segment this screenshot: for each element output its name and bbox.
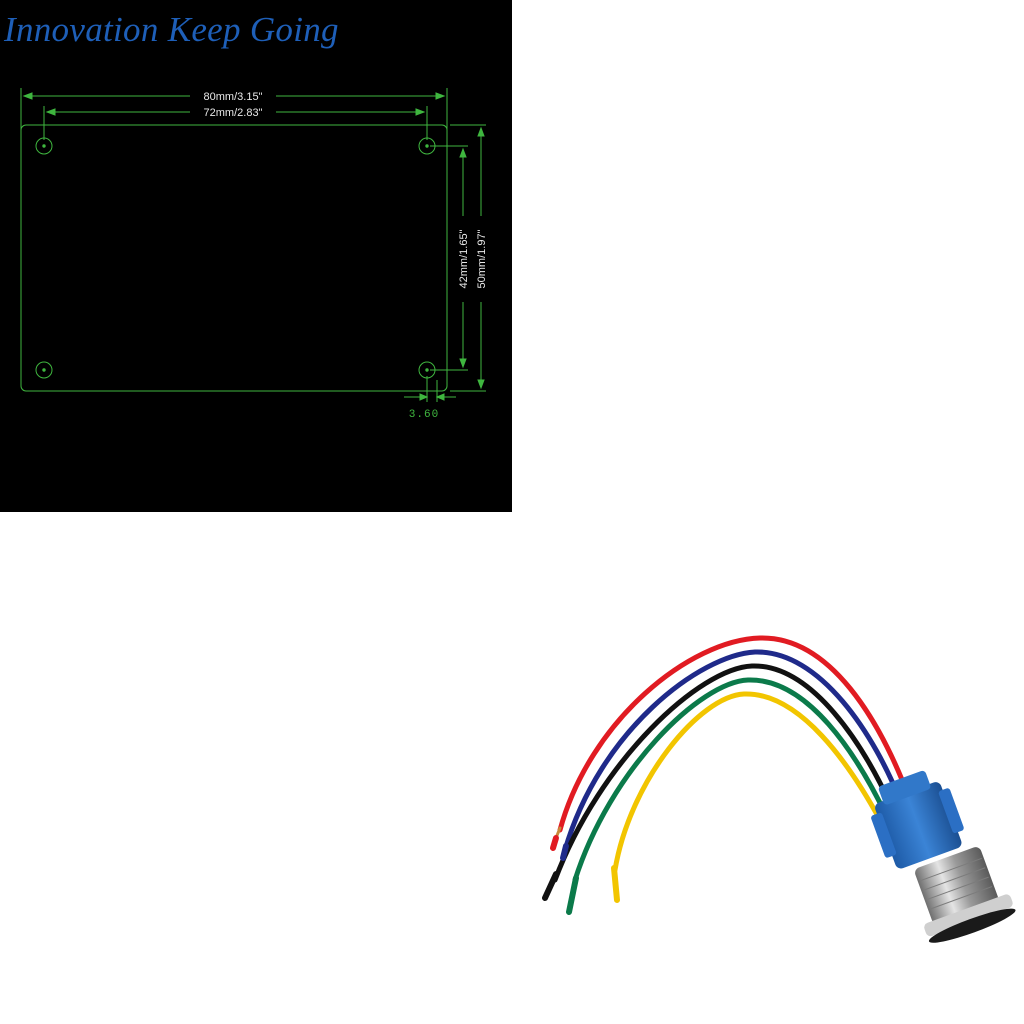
green-wire bbox=[572, 677, 889, 883]
overall-width-dimension-line bbox=[20, 88, 448, 130]
board-dimension-drawing: 80mm/3.15" 72mm/2.83" 42mm/1.65" 50mm/1.… bbox=[20, 88, 488, 421]
hole-height-dimension-line bbox=[430, 145, 468, 371]
metal-switch-body bbox=[915, 847, 1016, 943]
yellow-wire-end bbox=[611, 865, 620, 903]
red-wire bbox=[557, 635, 913, 833]
yellow-wire bbox=[612, 691, 883, 873]
overall-width-label: 80mm/3.15" bbox=[204, 91, 263, 103]
blue-connector bbox=[871, 770, 964, 869]
switch-wiring-harness-image bbox=[542, 635, 1016, 943]
hole-width-label: 72mm/2.83" bbox=[204, 107, 263, 119]
hole-width-dimension-line bbox=[43, 106, 428, 140]
black-wire-end bbox=[542, 871, 559, 901]
green-wire-end bbox=[566, 875, 579, 915]
hole-offset-label: 3.60 bbox=[409, 409, 439, 421]
overall-height-label: 50mm/1.97" bbox=[476, 229, 488, 288]
blue-wire-end bbox=[560, 843, 569, 861]
overall-height-dimension-line bbox=[450, 124, 486, 392]
mounting-hole-top-left bbox=[35, 137, 53, 155]
brand-tagline: Innovation Keep Going bbox=[4, 10, 339, 49]
black-wire bbox=[552, 663, 896, 883]
blue-wire bbox=[562, 649, 905, 853]
hole-height-label: 42mm/1.65" bbox=[458, 229, 470, 288]
hole-offset-dimension-line bbox=[404, 376, 456, 402]
mounting-hole-bottom-left bbox=[35, 361, 53, 379]
board-outline bbox=[20, 124, 448, 392]
dimension-drawing-panel: Innovation Keep Going bbox=[0, 0, 512, 512]
